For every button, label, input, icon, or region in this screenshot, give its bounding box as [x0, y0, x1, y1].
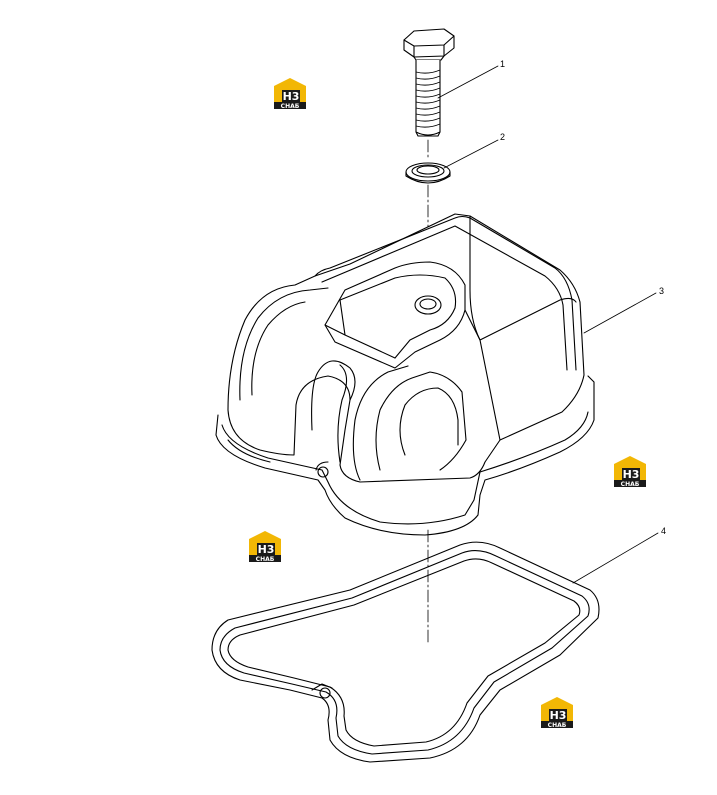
valve-cover-icon: [215, 213, 595, 536]
logo-sub: СНАБ: [256, 556, 275, 563]
callout-label-2: 2: [500, 132, 505, 142]
gasket-icon: [211, 541, 600, 763]
callout-label-4: 4: [661, 526, 666, 536]
callout-label-1: 1: [500, 59, 505, 69]
watermark-logo-icon: H3 СНАБ: [614, 456, 646, 488]
watermark-logo-icon: H3 СНАБ: [274, 78, 306, 110]
watermark-logo-icon: H3 СНАБ: [541, 697, 573, 729]
logo-mark: H3: [283, 90, 300, 103]
washer-icon: [405, 162, 451, 184]
logo-sub: СНАБ: [281, 103, 300, 110]
logo-mark: H3: [258, 543, 275, 556]
logo-mark: H3: [623, 468, 640, 481]
callout-label-3: 3: [659, 286, 664, 296]
hex-bolt-icon: [403, 28, 455, 137]
logo-mark: H3: [550, 709, 567, 722]
watermark-logo-icon: H3 СНАБ: [249, 531, 281, 563]
logo-sub: СНАБ: [548, 722, 567, 729]
leader-lines: [437, 65, 659, 584]
logo-sub: СНАБ: [621, 481, 640, 488]
